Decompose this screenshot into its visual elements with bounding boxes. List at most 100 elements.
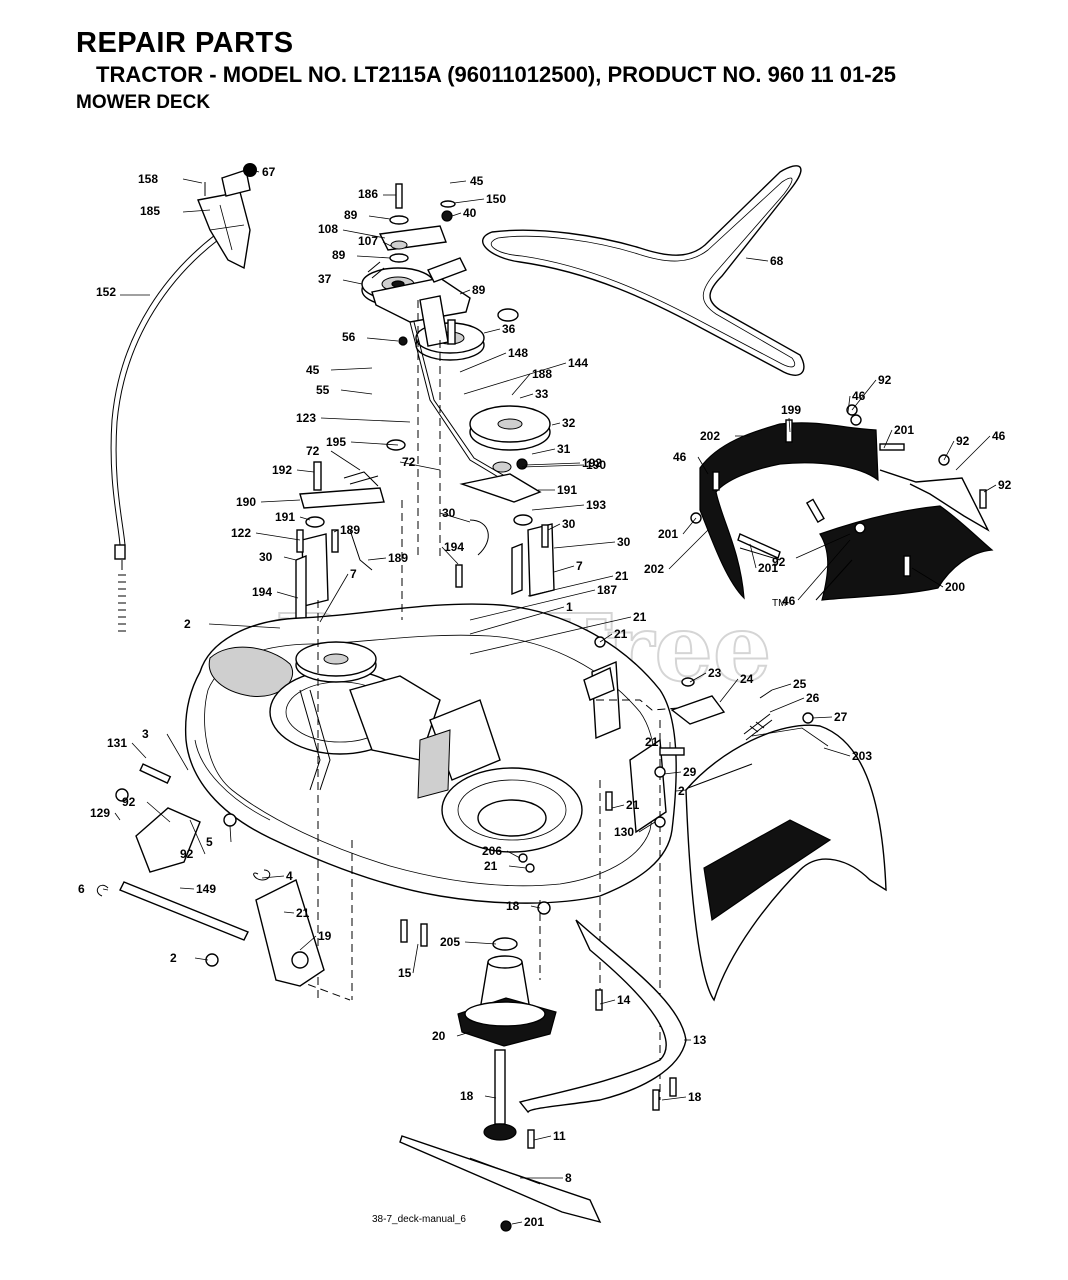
callout-leader	[599, 633, 613, 643]
callout-label: 202	[700, 429, 720, 443]
callout-leader	[399, 461, 441, 471]
callout-label: 192	[582, 456, 602, 470]
height-adjust-cable	[110, 163, 257, 632]
callout-label: 203	[852, 749, 872, 763]
callout-leader	[260, 499, 301, 503]
callout-label: 23	[708, 666, 722, 680]
callout-leader	[319, 573, 349, 623]
callout-leader	[527, 575, 614, 597]
callout-leader	[356, 255, 391, 259]
callout-leader	[342, 279, 363, 285]
callout-label: 192	[272, 463, 292, 477]
callout-label: 92	[878, 373, 892, 387]
callout-leader	[531, 448, 556, 455]
callout-label: 189	[340, 523, 360, 537]
callout-leader	[851, 379, 877, 411]
callout-leader	[661, 1096, 687, 1101]
callout-label: 129	[90, 806, 110, 820]
callout-label: 30	[617, 535, 631, 549]
callout-label: 72	[306, 444, 320, 458]
callout-label: 89	[472, 283, 486, 297]
callout-label: 25	[793, 677, 807, 691]
page-title: REPAIR PARTS	[76, 27, 294, 59]
callout-label: 18	[460, 1089, 474, 1103]
callout-label: 18	[506, 899, 520, 913]
callout-label: 92	[998, 478, 1012, 492]
callout-leader	[131, 742, 147, 759]
callout-label: 72	[402, 455, 416, 469]
callout-leader	[456, 1031, 471, 1037]
callout-label: 2	[678, 784, 685, 798]
callout-label: 3	[142, 727, 149, 741]
drive-belt	[482, 165, 805, 376]
callout-label: 206	[482, 844, 502, 858]
callout-leader	[459, 352, 507, 373]
callout-label: 11	[553, 1129, 566, 1143]
callout-leader	[508, 865, 527, 869]
callout-leader	[366, 337, 399, 342]
callout-leader	[795, 533, 851, 559]
callout-leader	[521, 464, 585, 468]
mulching-kit-plates	[690, 404, 994, 601]
callout-label: 15	[398, 966, 412, 980]
callout-leader	[382, 241, 392, 247]
callout-leader	[682, 517, 697, 535]
callout-label: 26	[806, 691, 820, 705]
callout-leader	[299, 516, 311, 521]
callout-label: 201	[894, 423, 914, 437]
callout-label: 2	[184, 617, 191, 631]
callout-leader	[811, 716, 833, 719]
callout-label: 89	[332, 248, 346, 262]
callout-label: 37	[318, 272, 332, 286]
callout-leader	[283, 556, 297, 561]
callout-label: 13	[693, 1033, 707, 1047]
callout-leader	[194, 957, 209, 961]
callout-leader	[771, 683, 792, 691]
callout-leader	[276, 591, 299, 599]
callout-label: 45	[470, 174, 484, 188]
callout-leader	[469, 606, 565, 635]
callout-leader	[749, 543, 757, 569]
callout-label: 55	[316, 383, 330, 397]
callout-label: 33	[535, 387, 549, 401]
callout-leader	[484, 1095, 497, 1099]
callout-label: 148	[508, 346, 528, 360]
callout-leader	[283, 911, 295, 914]
callout-label: 21	[626, 798, 640, 812]
callout-leader	[208, 623, 281, 629]
callout-leader	[182, 178, 203, 184]
callout-label: 186	[358, 187, 378, 201]
deck-lift-links	[96, 763, 325, 987]
callout-label: 191	[275, 510, 295, 524]
callout-leader	[441, 546, 459, 565]
callout-label: 92	[180, 847, 194, 861]
callout-leader	[296, 469, 315, 473]
model-subtitle: TRACTOR - MODEL NO. LT2115A (96011012500…	[96, 62, 897, 87]
callout-leader	[511, 373, 531, 396]
callout-leader	[675, 789, 687, 792]
section-title: MOWER DECK	[76, 92, 211, 113]
callout-label: 4	[286, 869, 293, 883]
callout-label: 21	[484, 859, 498, 873]
callout-leader	[439, 512, 471, 523]
callout-label: 14	[617, 993, 631, 1007]
callout-label: 19	[318, 929, 332, 943]
callout-label: 18	[688, 1090, 702, 1104]
callout-label: 30	[259, 550, 273, 564]
idler-bracket-assembly	[295, 257, 555, 671]
callout-label: 152	[96, 285, 116, 299]
callout-leader	[299, 935, 317, 951]
callout-label: 130	[614, 825, 634, 839]
callout-leader	[847, 395, 851, 413]
callout-label: 199	[781, 403, 801, 417]
callout-leader	[551, 422, 561, 426]
callout-label: 92	[956, 434, 970, 448]
discharge-chute	[685, 724, 887, 1002]
callout-label: 46	[782, 594, 796, 608]
callout-label: 92	[772, 555, 786, 569]
callout-label: 123	[296, 411, 316, 425]
callout-leader	[823, 747, 851, 757]
callout-label: 31	[557, 442, 571, 456]
callout-label: 2	[170, 951, 177, 965]
